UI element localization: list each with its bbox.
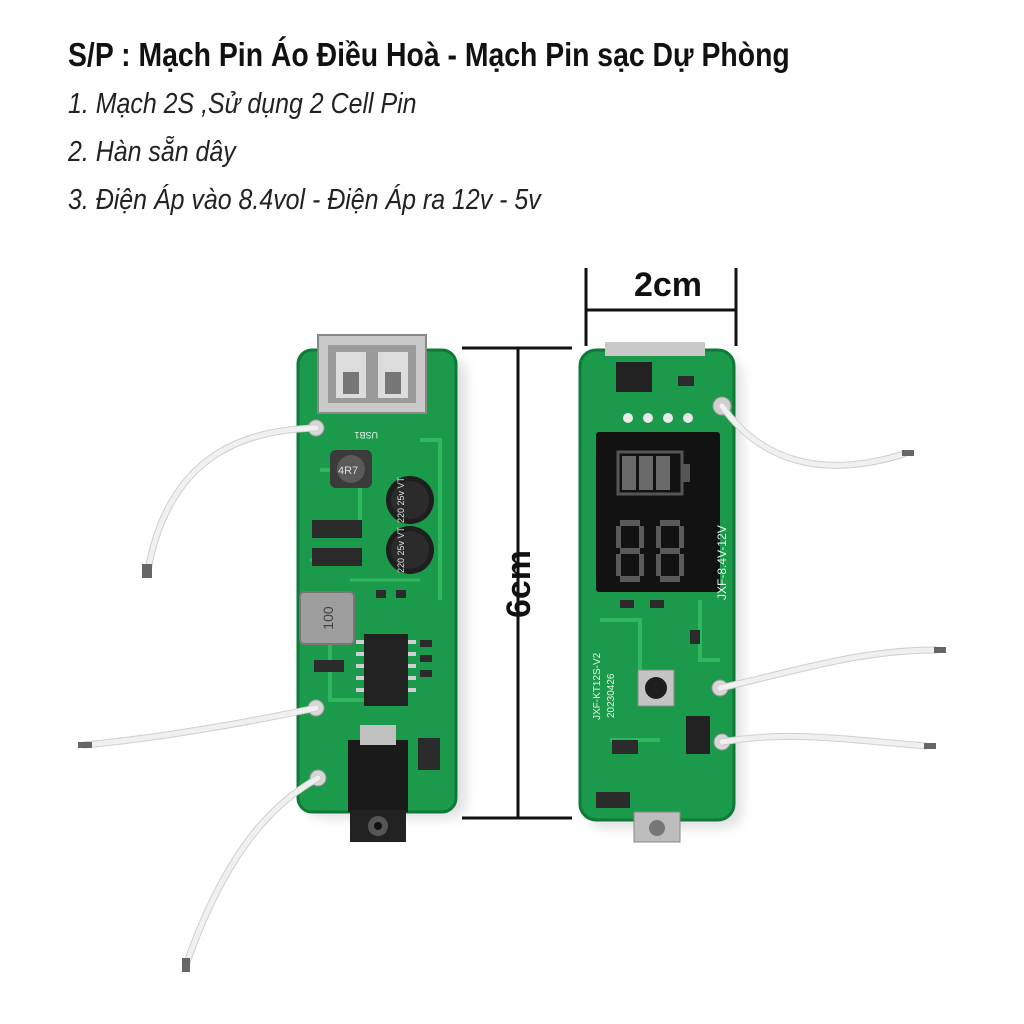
right-pcb-board: JXF-KT12S-V2 20230426 JXF-8.4V-12V — [578, 342, 742, 843]
spec-line-1: 1. Mạch 2S ,Sử dụng 2 Cell Pin — [68, 88, 417, 120]
diode-2 — [312, 548, 362, 566]
spec-line-3: 3. Điện Áp vào 8.4vol - Điện Áp ra 12v -… — [68, 184, 541, 216]
inductor-large: 100 — [299, 591, 355, 645]
inductor-small: 4R7 — [330, 450, 372, 488]
capacitor-bottom: 220 25v VT — [386, 526, 434, 574]
led-display — [596, 432, 720, 592]
svg-text:100: 100 — [320, 606, 336, 630]
right-wires — [716, 402, 940, 750]
date-label: 20230426 — [606, 673, 617, 718]
left-wires — [80, 424, 322, 969]
usb-port — [317, 334, 427, 414]
capacitor-top: 220 25v VT — [386, 476, 434, 524]
page-title: S/P : Mạch Pin Áo Điều Hoà - Mạch Pin sạ… — [68, 36, 790, 73]
dc-jack — [348, 725, 408, 842]
spec-line-2: 2. Hàn sẵn dây — [68, 136, 236, 168]
width-label: 2cm — [634, 266, 702, 304]
diode-1 — [312, 520, 362, 538]
ic-chip — [356, 634, 416, 706]
model-label: JXF-KT12S-V2 — [592, 652, 603, 720]
svg-text:4R7: 4R7 — [338, 465, 358, 477]
height-label: 6cm — [500, 550, 538, 618]
regulator-chip — [616, 362, 652, 392]
usb-silk-label: USB1 — [354, 430, 378, 440]
svg-text:220 25v VT: 220 25v VT — [396, 526, 406, 573]
svg-text:220 25v VT: 220 25v VT — [396, 476, 406, 523]
side-label: JXF-8.4V-12V — [715, 525, 729, 600]
push-button — [637, 669, 675, 707]
width-dimension — [584, 268, 738, 346]
height-dimension — [462, 346, 572, 820]
left-pcb-board: USB1 4R7 220 25v VT 220 25v VT 100 — [296, 334, 466, 842]
control-chip — [686, 716, 710, 754]
